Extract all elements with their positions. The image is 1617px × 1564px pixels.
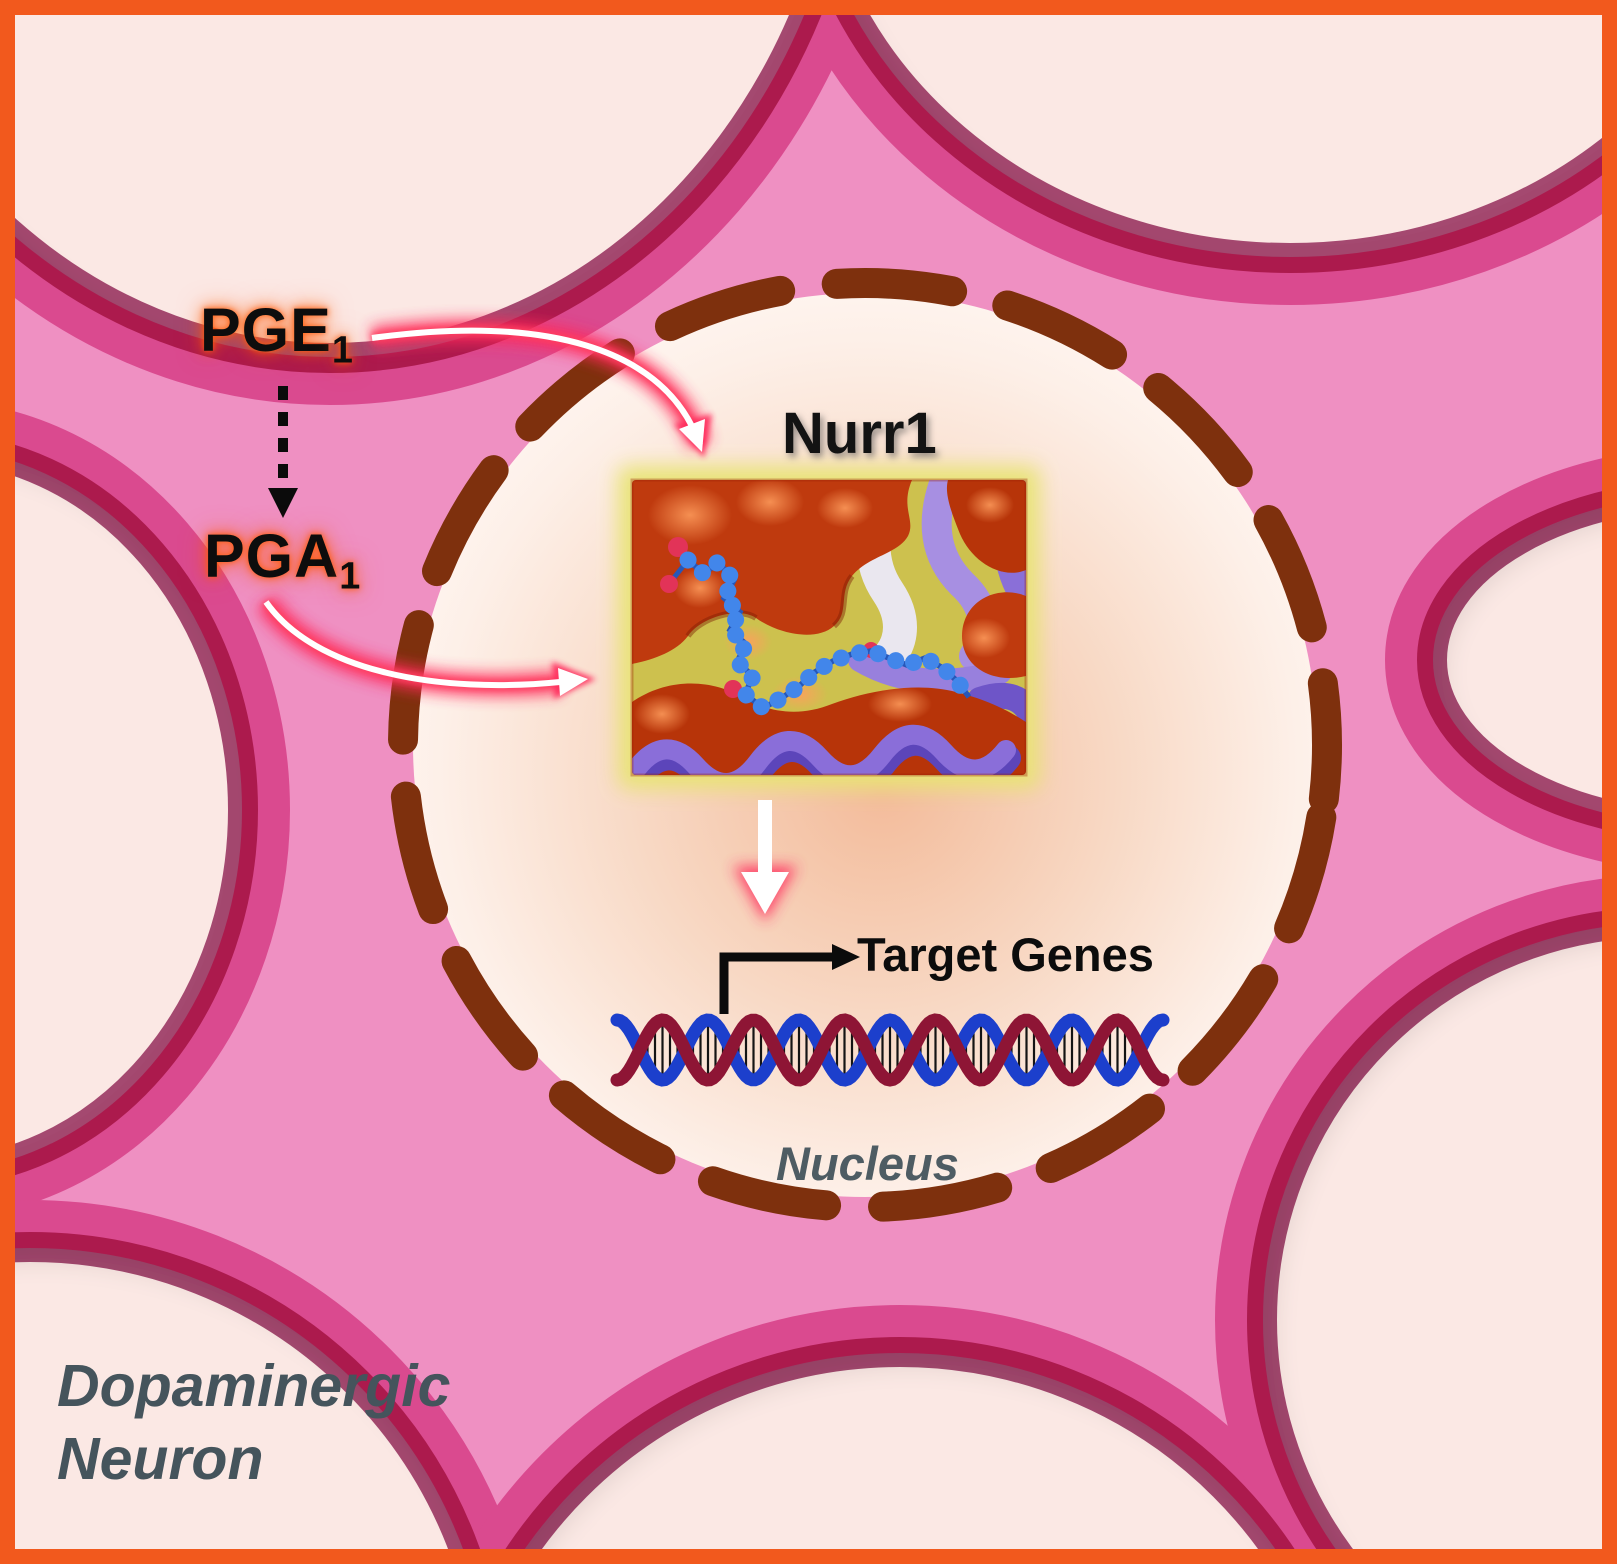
pge1-subscript: 1 [331,329,354,372]
nurr1-label: Nurr1 [782,401,937,466]
pge1-conversion-arrow [268,386,298,518]
cell-type-line2: Neuron [57,1426,264,1493]
oxygen-atom [668,537,688,557]
nurr1-structure-panel [618,466,1040,789]
pge1-text: PGE [200,296,332,364]
ligand [660,537,978,719]
protein-surface [632,480,1026,775]
pga1-subscript: 1 [339,555,362,598]
pga1-entry-arrow [256,594,596,699]
protein-front-helix [632,724,1021,775]
oxygen-atom [724,680,742,698]
oxygen-atom [660,575,678,593]
dna-helix [610,1013,1170,1087]
panel-border [630,478,1028,777]
cell-type-line1: Dopaminergic [57,1353,451,1419]
cell-type-label: Dopaminergic Neuron [57,1350,577,1496]
activation-arrow [733,800,797,922]
pga1-label: PGA1 [204,521,361,598]
pge1-entry-arrow [370,318,712,458]
pge1-label: PGE1 [200,295,354,372]
nucleus-label: Nucleus [776,1137,959,1190]
pga1-text: PGA [204,522,340,590]
target-genes-label: Target Genes [857,928,1154,981]
transcription-start-arrow [719,944,860,1014]
